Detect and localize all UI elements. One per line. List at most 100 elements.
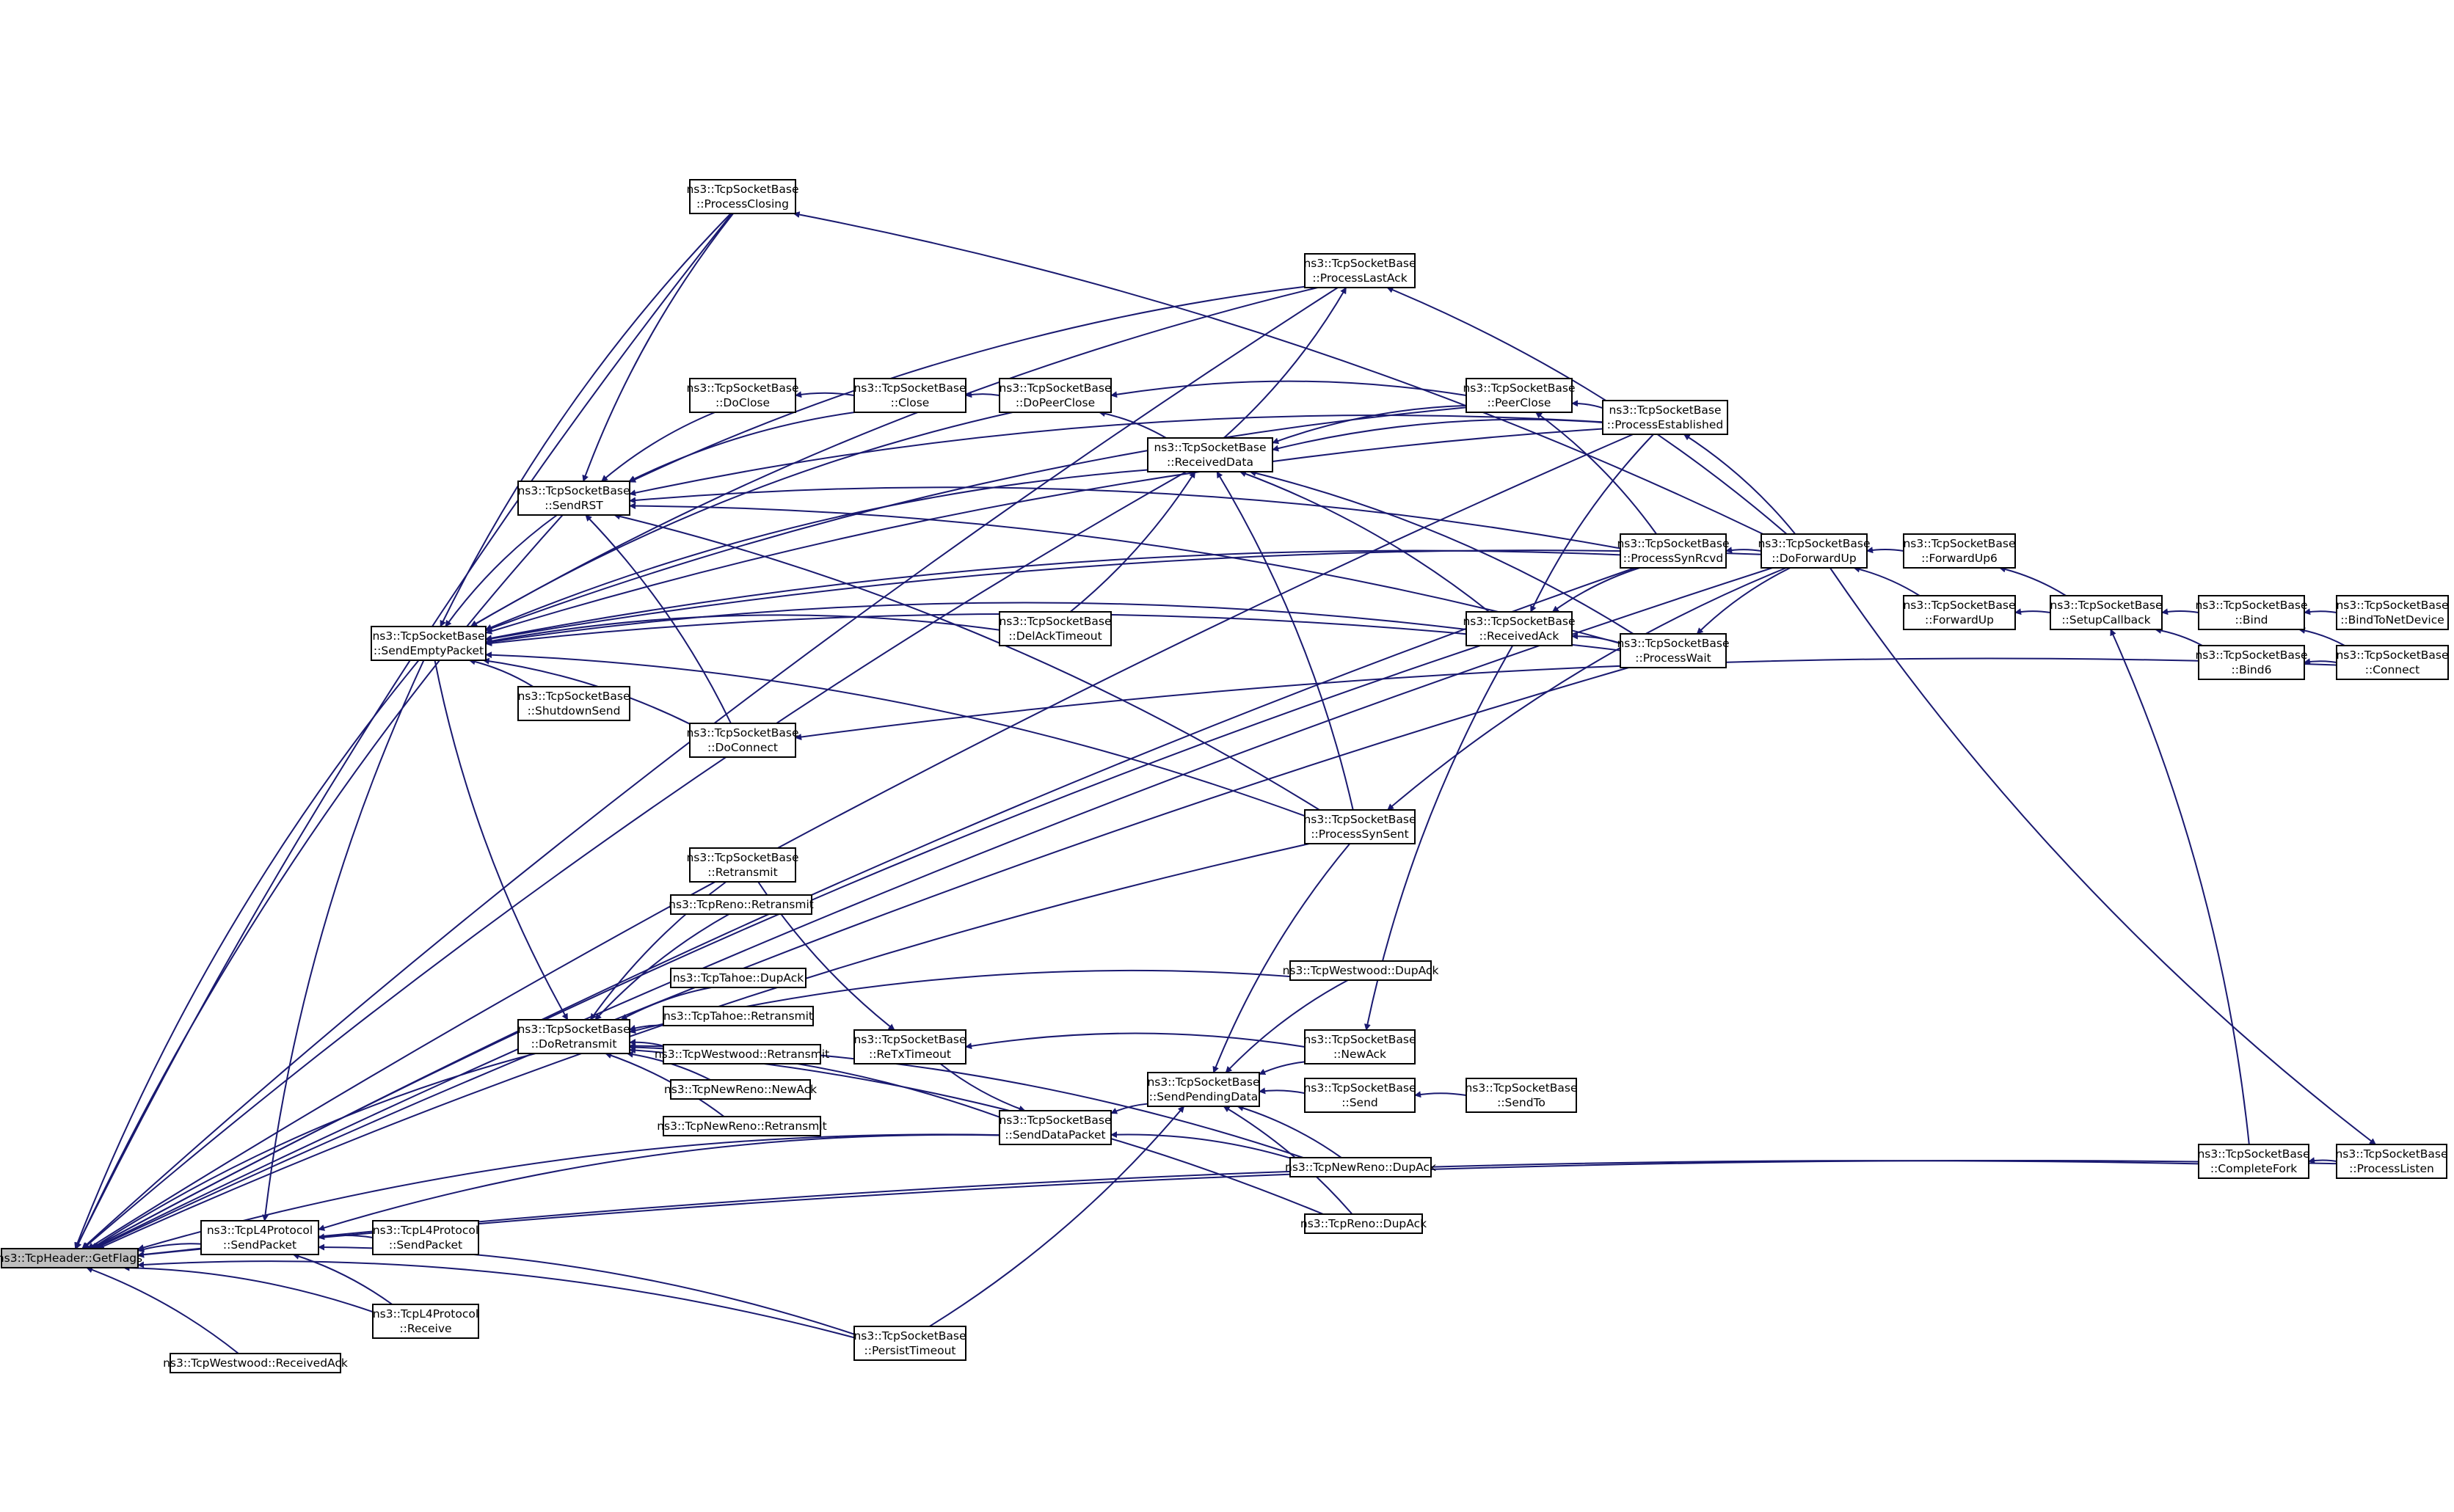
node-processestablished[interactable]: ns3::TcpSocketBase::ProcessEstablished	[1602, 400, 1728, 435]
edge-doforwardup-to-processclosing	[793, 211, 1763, 535]
node-processlisten[interactable]: ns3::TcpSocketBase::ProcessListen	[2335, 1144, 2448, 1179]
node-box	[2336, 595, 2449, 630]
edge-delacktimeout-to-sendemptypacket	[485, 614, 1000, 645]
node-delacktimeout[interactable]: ns3::TcpSocketBase::DelAckTimeout	[999, 611, 1112, 646]
node-box	[853, 1326, 966, 1361]
edge-doconnect-to-sendemptypacket	[482, 657, 691, 725]
edge-processestablished-to-sendemptypacket	[485, 428, 1603, 635]
node-processwait[interactable]: ns3::TcpSocketBase::ProcessWait	[1617, 633, 1730, 668]
node-sendto[interactable]: ns3::TcpSocketBase::SendTo	[1465, 1078, 1578, 1113]
edge-newack-to-sendpendingdata	[1259, 1061, 1306, 1075]
node-box	[1, 1248, 139, 1268]
node-getflags[interactable]: ns3::TcpHeader::GetFlags	[0, 1248, 142, 1268]
node-label: ::DoForwardUp	[1772, 552, 1856, 565]
node-sendrst[interactable]: ns3::TcpSocketBase::SendRST	[517, 481, 630, 516]
edge-processwait-to-receiveddata	[1249, 470, 1634, 635]
node-label: ::CompleteFork	[2210, 1162, 2297, 1175]
node-label: ns3::TcpWestwood::DupAck	[1283, 964, 1439, 977]
node-setupcallback[interactable]: ns3::TcpSocketBase::SetupCallback	[2050, 595, 2163, 630]
edge-processwait-to-receivedack	[1571, 632, 1621, 644]
node-send[interactable]: ns3::TcpSocketBase::Send	[1303, 1078, 1416, 1113]
node-label: ns3::TcpSocketBase	[686, 183, 798, 196]
nodes-layer: ns3::TcpHeader::GetFlagsns3::TcpL4Protoc…	[0, 179, 2449, 1373]
node-label: ::ProcessLastAck	[1312, 271, 1407, 285]
node-bind[interactable]: ns3::TcpSocketBase::Bind	[2195, 595, 2308, 630]
node-label: ns3::TcpReno::Retransmit	[669, 898, 814, 911]
node-persisttimeout[interactable]: ns3::TcpSocketBase::PersistTimeout	[853, 1326, 966, 1361]
node-reno_dupack[interactable]: ns3::TcpReno::DupAck	[1300, 1213, 1427, 1234]
node-box	[689, 378, 796, 413]
node-dopeerclose[interactable]: ns3::TcpSocketBase::DoPeerClose	[999, 378, 1112, 413]
node-westwood_dupack[interactable]: ns3::TcpWestwood::DupAck	[1283, 960, 1439, 981]
edge-shutdownsend-to-sendemptypacket	[468, 658, 534, 687]
node-label: ns3::TcpTahoe::Retransmit	[663, 1009, 813, 1023]
node-label: ::SendEmptyPacket	[374, 644, 484, 657]
node-box	[689, 179, 796, 214]
node-forwardup6[interactable]: ns3::TcpSocketBase::ForwardUp6	[1903, 533, 2016, 569]
edge-doforwardup-to-processsynrcvd	[1725, 547, 1762, 554]
node-tcpl4_receive[interactable]: ns3::TcpL4Protocol::Receive	[372, 1304, 479, 1339]
node-label: ns3::TcpSocketBase	[1903, 537, 2015, 550]
node-doconnect[interactable]: ns3::TcpSocketBase::DoConnect	[686, 723, 799, 758]
edge-setupcallback-to-forwardup6	[1998, 566, 2067, 596]
node-tcpl4_sendpacket[interactable]: ns3::TcpL4Protocol::SendPacket	[200, 1220, 319, 1255]
node-box	[2198, 595, 2305, 630]
edge-bindtonetdevice-to-bind	[2304, 608, 2337, 616]
node-newack[interactable]: ns3::TcpSocketBase::NewAck	[1303, 1029, 1416, 1064]
node-label: ns3::TcpSocketBase	[1465, 1081, 1577, 1095]
node-label: ns3::TcpSocketBase	[2336, 649, 2448, 662]
node-box	[2050, 595, 2163, 630]
node-tahoe_dupack[interactable]: ns3::TcpTahoe::DupAck	[670, 968, 807, 988]
node-westwood_retransmit[interactable]: ns3::TcpWestwood::Retransmit	[655, 1044, 829, 1064]
node-bind6[interactable]: ns3::TcpSocketBase::Bind6	[2195, 645, 2308, 680]
node-completefork[interactable]: ns3::TcpSocketBase::CompleteFork	[2197, 1144, 2310, 1179]
node-forwardup[interactable]: ns3::TcpSocketBase::ForwardUp	[1903, 595, 2016, 630]
node-processlastack[interactable]: ns3::TcpSocketBase::ProcessLastAck	[1303, 253, 1416, 288]
node-newreno_dupack[interactable]: ns3::TcpNewReno::DupAck	[1285, 1157, 1436, 1177]
node-reno_retransmit[interactable]: ns3::TcpReno::Retransmit	[669, 894, 814, 915]
node-newreno_retransmit[interactable]: ns3::TcpNewReno::Retransmit	[657, 1116, 827, 1136]
node-label: ns3::TcpSocketBase	[1758, 537, 1870, 550]
node-bindtonetdevice[interactable]: ns3::TcpSocketBase::BindToNetDevice	[2336, 595, 2449, 630]
node-doclose[interactable]: ns3::TcpSocketBase::DoClose	[686, 378, 799, 413]
node-receiveddata[interactable]: ns3::TcpSocketBase::ReceivedData	[1147, 437, 1273, 472]
node-label: ns3::TcpSocketBase	[999, 381, 1111, 395]
node-tcpl4_sendpacket2[interactable]: ns3::TcpL4Protocol::SendPacket	[372, 1220, 479, 1255]
node-processclosing[interactable]: ns3::TcpSocketBase::ProcessClosing	[686, 179, 799, 214]
node-label: ns3::TcpSocketBase	[853, 1033, 966, 1046]
edge-retxtimeout-to-senddatapacket	[939, 1063, 1026, 1112]
node-senddatapacket[interactable]: ns3::TcpSocketBase::SendDataPacket	[999, 1110, 1112, 1145]
node-processsynrcvd[interactable]: ns3::TcpSocketBase::ProcessSynRcvd	[1617, 533, 1730, 569]
node-sendpendingdata[interactable]: ns3::TcpSocketBase::SendPendingData	[1147, 1072, 1260, 1107]
node-receivedack[interactable]: ns3::TcpSocketBase::ReceivedAck	[1463, 611, 1576, 646]
node-label: ::SendPendingData	[1149, 1090, 1258, 1103]
node-box	[1304, 1213, 1423, 1234]
node-doretransmit[interactable]: ns3::TcpSocketBase::DoRetransmit	[517, 1019, 630, 1054]
node-retransmit[interactable]: ns3::TcpSocketBase::Retransmit	[686, 847, 799, 883]
node-label: ::ProcessWait	[1635, 651, 1711, 665]
edge-persisttimeout-to-getflags	[137, 1260, 855, 1339]
node-label: ns3::TcpSocketBase	[686, 851, 798, 864]
node-retxtimeout[interactable]: ns3::TcpSocketBase::ReTxTimeout	[853, 1029, 966, 1064]
edge-tcpl4_sendpacket2-to-tcpl4_sendpacket	[318, 1233, 374, 1241]
node-processsynsent[interactable]: ns3::TcpSocketBase::ProcessSynSent	[1303, 809, 1416, 844]
node-box	[1147, 1072, 1260, 1107]
node-sendemptypacket[interactable]: ns3::TcpSocketBase::SendEmptyPacket	[371, 626, 487, 661]
node-box	[1466, 1078, 1577, 1113]
node-doforwardup[interactable]: ns3::TcpSocketBase::DoForwardUp	[1758, 533, 1871, 569]
node-box	[517, 1019, 630, 1054]
node-label: ::SendPacket	[389, 1238, 462, 1252]
node-shutdownsend[interactable]: ns3::TcpSocketBase::ShutdownSend	[517, 686, 630, 721]
node-connect[interactable]: ns3::TcpSocketBase::Connect	[2336, 645, 2449, 680]
edge-delacktimeout-to-receiveddata	[1069, 471, 1196, 613]
node-label: ns3::TcpSocketBase	[372, 629, 484, 643]
node-westwood_receivedack[interactable]: ns3::TcpWestwood::ReceivedAck	[163, 1353, 348, 1373]
node-close[interactable]: ns3::TcpSocketBase::Close	[853, 378, 966, 413]
node-box	[999, 1110, 1112, 1145]
edge-processestablished-to-receivedack	[1529, 434, 1654, 613]
node-tahoe_retransmit[interactable]: ns3::TcpTahoe::Retransmit	[663, 1006, 814, 1026]
node-box	[999, 611, 1112, 646]
node-peerclose[interactable]: ns3::TcpSocketBase::PeerClose	[1463, 378, 1576, 413]
node-newreno_newack[interactable]: ns3::TcpNewReno::NewAck	[664, 1079, 817, 1100]
edge-tahoe_retransmit-to-doretransmit	[629, 1024, 664, 1031]
